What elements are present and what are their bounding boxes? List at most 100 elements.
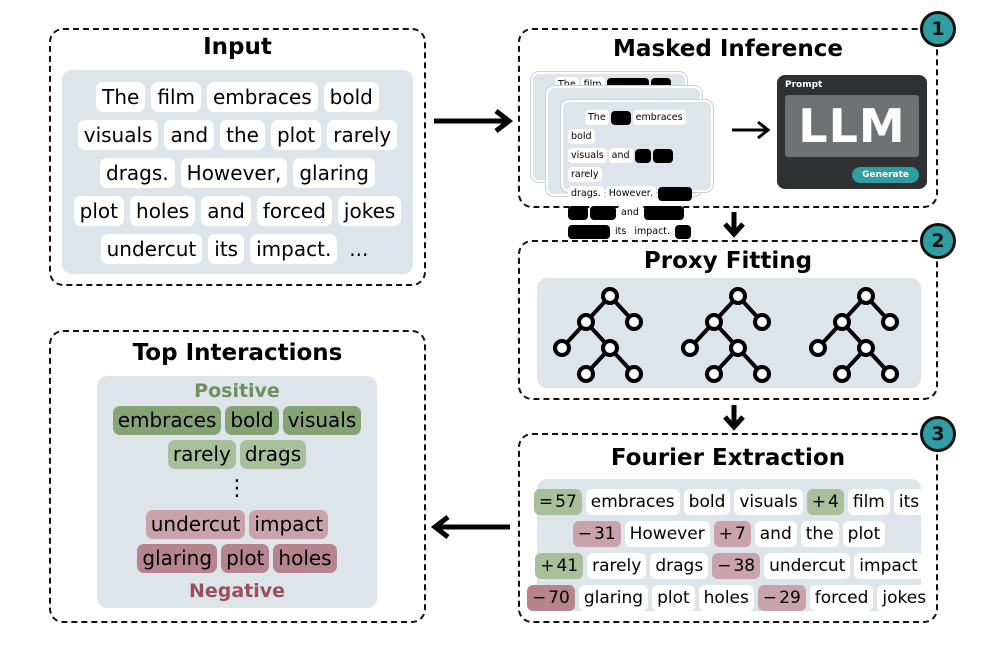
mask-token [568, 224, 610, 239]
proxy-fitting-box [537, 278, 921, 388]
coefficient-sign: − [762, 588, 778, 608]
generate-button[interactable]: Generate [852, 167, 919, 183]
fourier-word: and [754, 521, 797, 547]
masked-word: However. [605, 186, 656, 201]
tree-node [729, 339, 747, 357]
fourier-word: forced [809, 585, 874, 611]
coefficient-value: 57 [555, 492, 577, 512]
tree-node [553, 339, 571, 357]
input-word: impact. [250, 234, 338, 264]
masked-word: visuals [568, 148, 607, 163]
input-word: visuals [77, 120, 159, 150]
tree-icon [681, 287, 771, 383]
masked-word: and [608, 148, 633, 163]
interaction-word: holes [273, 544, 337, 573]
interaction-word: glaring [137, 544, 218, 573]
tree-node [625, 313, 643, 331]
fourier-word: undercut [764, 553, 851, 579]
coefficient-value: 41 [556, 556, 579, 576]
input-word: the [220, 120, 265, 150]
mask-token [675, 224, 692, 239]
fourier-word: jokes [877, 585, 932, 611]
coefficient-sign: + [540, 556, 555, 576]
coefficient-sign: − [577, 524, 592, 544]
fourier-coefficient: −70 [526, 585, 575, 611]
fourier-word: visuals [734, 489, 803, 515]
masked-to-llm-arrow [732, 120, 771, 140]
fourier-word: rarely [587, 553, 647, 579]
fourier-word: plot [652, 585, 695, 611]
top-interactions-title: Top Interactions [132, 340, 343, 366]
coefficient-value: 4 [828, 492, 839, 512]
input-word: and [164, 120, 215, 150]
fourier-word: holes [698, 585, 754, 611]
interaction-word: impact [249, 510, 329, 539]
interaction-word: rarely [167, 440, 236, 469]
masked-word: The [585, 110, 609, 125]
tree-node [881, 313, 899, 331]
fourier-word: bold [683, 489, 731, 515]
input-word: ... [349, 237, 369, 261]
fourier-word: film [847, 489, 890, 515]
mask-token [657, 186, 692, 201]
mask-token [634, 148, 651, 163]
step-badge-1: 1 [920, 11, 956, 47]
input-word: film [151, 82, 201, 112]
llm-window: Prompt LLM Generate [777, 75, 927, 189]
coefficient-value: 7 [734, 524, 746, 544]
coefficient-sign: + [718, 524, 733, 544]
fourier-word: impact [854, 553, 923, 579]
input-word: drags. [100, 158, 175, 188]
input-word: its [208, 234, 245, 264]
tree-node [705, 313, 723, 331]
tree-node [881, 365, 899, 383]
input-word: forced [256, 196, 332, 226]
fourier-coefficient: +7 [713, 521, 751, 547]
fourier-word: its [893, 489, 925, 515]
tree-node [833, 313, 851, 331]
input-word: plot [73, 196, 125, 226]
vertical-ellipsis: ⋮ [226, 476, 248, 501]
interaction-word: bold [225, 406, 279, 435]
input-word: However, [180, 158, 288, 188]
masked-word: rarely [568, 167, 602, 182]
masked-word: bold [568, 129, 595, 144]
fourier-coefficient: −38 [712, 553, 761, 579]
input-word: bold [323, 82, 379, 112]
tree-node [857, 287, 875, 305]
proxy-fitting-title: Proxy Fitting [643, 248, 813, 274]
fourier-word: However [624, 521, 710, 547]
tree-node [753, 313, 771, 331]
tree-node [857, 339, 875, 357]
mask-token [568, 205, 588, 220]
fourier-coefficient: −29 [757, 585, 806, 611]
tree-icon [809, 287, 899, 383]
interaction-word: undercut [145, 510, 246, 539]
masked-inference-title: Masked Inference [613, 36, 843, 62]
step-badge-3: 3 [920, 416, 956, 452]
proxy-trees [553, 287, 899, 383]
coefficient-sign: + [811, 492, 827, 512]
masked-word: embraces [632, 110, 686, 125]
fourier-word: the [800, 521, 839, 547]
coefficient-value: 29 [779, 588, 801, 608]
mask-token [610, 110, 631, 125]
fourier-word: glaring [578, 585, 649, 611]
input-word: jokes [337, 196, 402, 226]
input-word-row: drags.However,glaring [62, 158, 413, 188]
negative-label: Negative [188, 580, 286, 602]
